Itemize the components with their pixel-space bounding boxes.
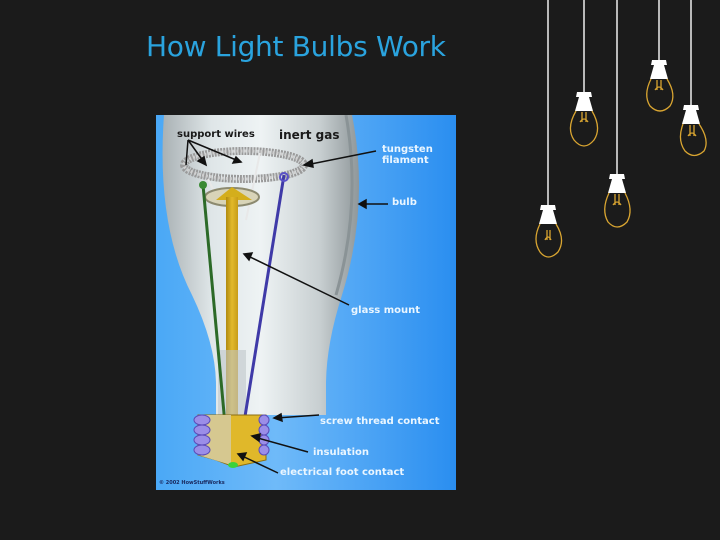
label-inert-gas: inert gas	[279, 128, 340, 142]
label-tungsten-filament-line2: filament	[382, 155, 429, 166]
label-bulb: bulb	[392, 197, 417, 208]
label-tungsten-filament-line1: tungsten	[382, 144, 433, 155]
slide-title: How Light Bulbs Work	[146, 30, 446, 63]
label-electrical-foot-contact: electrical foot contact	[280, 467, 405, 478]
light-bulb-cutaway-illustration	[162, 115, 388, 474]
label-insulation: insulation	[313, 447, 369, 458]
label-screw-thread-contact: screw thread contact	[320, 416, 440, 427]
hanging-light-bulbs-icon	[535, 0, 707, 258]
copyright-text: © 2002 HowStuffWorks	[159, 480, 225, 486]
light-bulb-diagram: support wires inert gas tungsten filamen…	[156, 115, 456, 490]
label-support-wires: support wires	[177, 129, 255, 140]
label-glass-mount: glass mount	[351, 305, 421, 316]
